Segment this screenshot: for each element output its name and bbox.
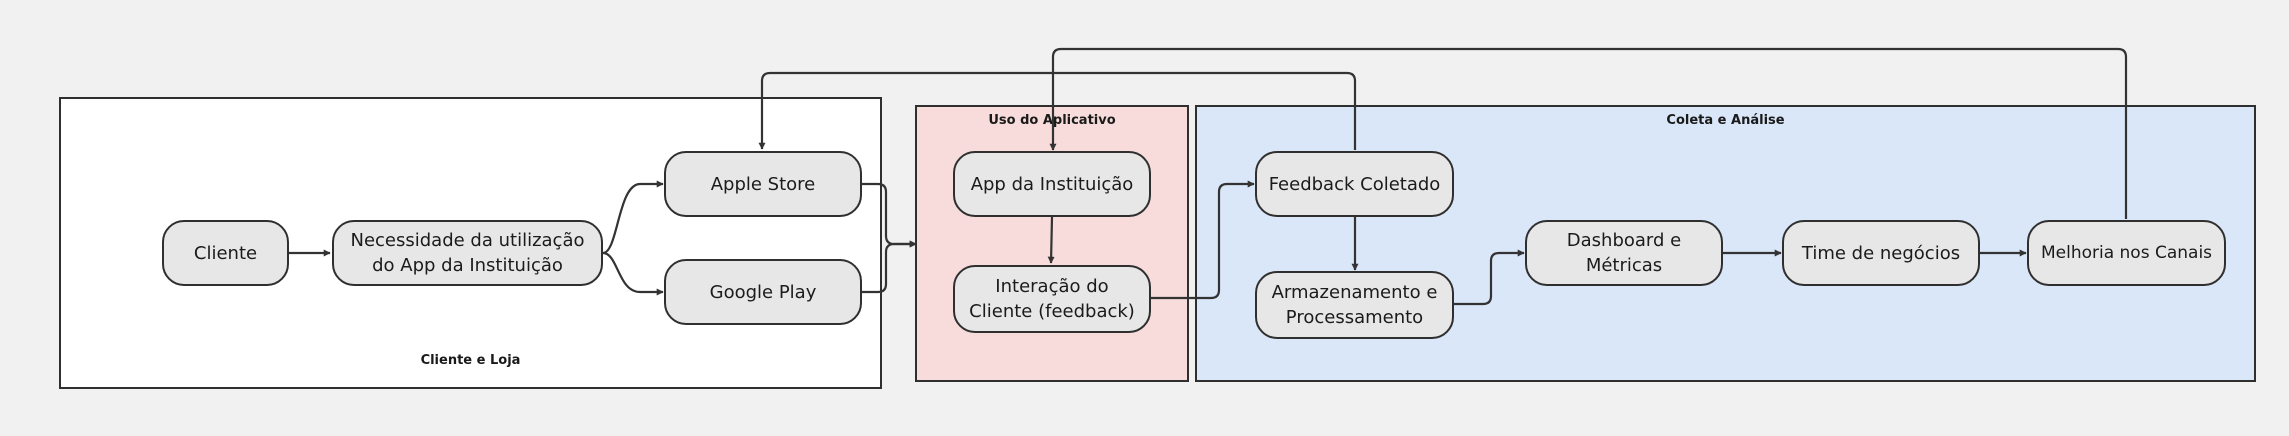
node-cliente: Cliente bbox=[162, 220, 289, 286]
edge-melhoria-app bbox=[1049, 47, 2128, 219]
node-apple-store: Apple Store bbox=[664, 151, 862, 217]
node-app-instituicao: App da Instituição bbox=[953, 151, 1151, 217]
group-title-cliente-loja: Cliente e Loja bbox=[420, 353, 521, 368]
node-google-play: Google Play bbox=[664, 259, 862, 325]
node-google-play-label: Google Play bbox=[709, 281, 817, 303]
edge-feedback-apple-store bbox=[758, 71, 1357, 150]
node-necessidade-label: Necessidade da utilização do App da Inst… bbox=[350, 230, 585, 276]
node-melhoria: Melhoria nos Canais bbox=[2027, 220, 2226, 286]
node-feedback-coletado-label: Feedback Coletado bbox=[1268, 173, 1441, 195]
node-feedback-coletado: Feedback Coletado bbox=[1255, 151, 1454, 217]
edge-google-play-uso bbox=[862, 240, 917, 294]
edge-necessidade-apple-store bbox=[602, 180, 664, 255]
edge-necessidade-google-play bbox=[602, 251, 664, 296]
node-dashboard-label: Dashboard e Métricas bbox=[1566, 230, 1682, 276]
node-app-instituicao-label: App da Instituição bbox=[970, 173, 1134, 195]
edge-armazenamento-dashboard bbox=[1453, 249, 1525, 306]
node-cliente-label: Cliente bbox=[193, 242, 258, 264]
node-interacao-label: Interação do Cliente (feedback) bbox=[969, 276, 1135, 322]
node-armazenamento-label: Armazenamento e Processamento bbox=[1271, 282, 1438, 328]
node-melhoria-label: Melhoria nos Canais bbox=[2040, 242, 2213, 263]
node-apple-store-label: Apple Store bbox=[710, 173, 816, 195]
edge-interacao-feedback bbox=[1150, 180, 1255, 300]
edge-apple-store-uso bbox=[862, 182, 917, 248]
group-title-coleta-analise: Coleta e Análise bbox=[1666, 113, 1785, 128]
node-necessidade: Necessidade da utilização do App da Inst… bbox=[332, 220, 603, 286]
node-time-negocios-label: Time de negócios bbox=[1801, 242, 1961, 264]
node-time-negocios: Time de negócios bbox=[1782, 220, 1980, 286]
node-dashboard: Dashboard e Métricas bbox=[1525, 220, 1723, 286]
edge-app-interacao bbox=[1047, 216, 1055, 264]
node-interacao: Interação do Cliente (feedback) bbox=[953, 265, 1151, 333]
node-armazenamento: Armazenamento e Processamento bbox=[1255, 271, 1454, 339]
